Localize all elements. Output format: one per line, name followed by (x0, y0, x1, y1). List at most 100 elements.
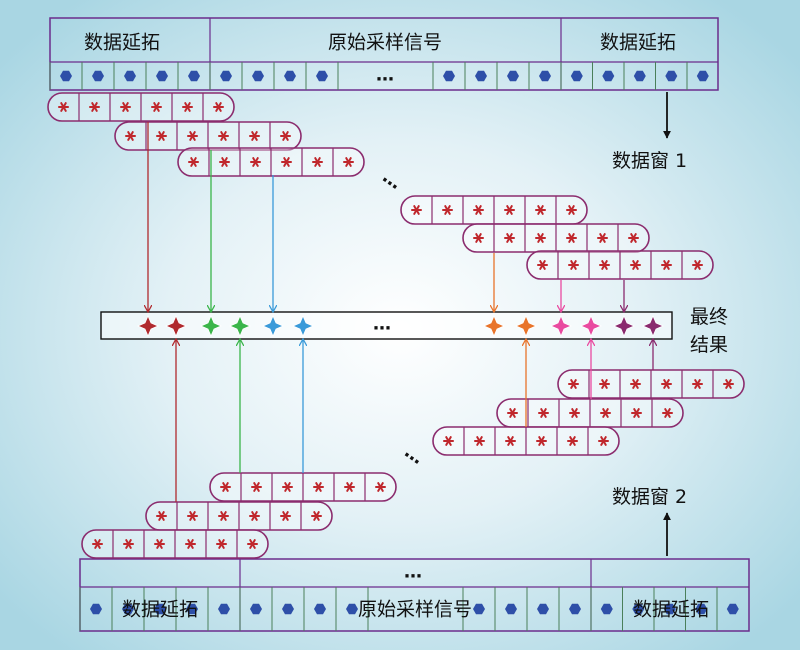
window-bottom-2-sample-asterisk (280, 511, 291, 521)
window-top-4-sample-asterisk (504, 205, 515, 215)
window-bottom-1-sample-asterisk (216, 539, 227, 549)
window-bottom-4-sample-asterisk (505, 436, 516, 446)
top-left-extension-label: 数据延拓 (83, 31, 161, 54)
result-star-1-1 (228, 314, 252, 338)
window-bottom-5-sample-asterisk (631, 408, 642, 418)
top-array-sample-hexagon (475, 70, 487, 82)
bottom-original-signal-label: 原始采样信号 (357, 598, 473, 621)
window-1-label: 数据窗 1 (612, 150, 688, 172)
top-array-sample-hexagon (443, 70, 455, 82)
window-top-6-sample-asterisk (630, 260, 641, 270)
bottom-array-sample-hexagon (726, 603, 739, 615)
window-bottom-4-sample-asterisk (474, 436, 485, 446)
window-top-5-sample-asterisk (504, 233, 515, 243)
window-top-5 (462, 223, 650, 253)
window-bottom-1-sample-asterisk (185, 539, 196, 549)
top-array-sample-hexagon (570, 70, 583, 82)
window-bottom-3-sample-asterisk (220, 482, 231, 492)
window-bottom-4-sample-asterisk (536, 436, 547, 446)
top-array-sample-hexagon (220, 70, 232, 82)
result-star-0-0 (136, 314, 160, 338)
window-bottom-5-sample-asterisk (538, 408, 549, 418)
bottom-array-sample-hexagon (314, 603, 326, 615)
bottom-array-sample-hexagon (569, 603, 581, 615)
bottom-array-ellipsis: … (404, 561, 422, 583)
top-array-ellipsis: … (376, 64, 394, 86)
result-star-4-1 (579, 314, 603, 338)
window-bottom-5-sample-asterisk (662, 408, 673, 418)
window-top-5-sample-asterisk (473, 233, 484, 243)
window-top-5-sample-asterisk (535, 233, 546, 243)
top-array-sample-hexagon (284, 70, 296, 82)
window-bottom-1 (81, 529, 269, 559)
window-bottom-1-sample-asterisk (92, 539, 103, 549)
window-bottom-3-sample-asterisk (251, 482, 262, 492)
window-bottom-4 (432, 426, 620, 456)
window-top-1 (47, 92, 235, 122)
window-bottom-6 (557, 369, 745, 399)
result-star-2-0 (261, 314, 285, 338)
window-bottom-3-sample-asterisk (375, 482, 386, 492)
top-array-sample-hexagon (665, 70, 678, 82)
bottom-array-sample-hexagon (537, 603, 549, 615)
bottom-array-sample-hexagon (695, 603, 708, 615)
top-array-sample-hexagon (188, 70, 200, 82)
window-top-2-sample-asterisk (249, 131, 260, 141)
window-top-3-sample-asterisk (250, 157, 261, 167)
top-array-outer-box (49, 17, 719, 91)
window-bottom-2-sample-asterisk (187, 511, 198, 521)
window-top-4-sample-asterisk (535, 205, 546, 215)
window-top-5-sample-asterisk (566, 233, 577, 243)
top-array-sample-hexagon (124, 70, 136, 82)
top-array-sample-hexagon (696, 70, 709, 82)
window-bottom-1-sample-asterisk (247, 539, 258, 549)
bottom-array-sample-hexagon (505, 603, 517, 615)
window-bottom-5-sample-asterisk (600, 408, 611, 418)
window-top-4-sample-asterisk (566, 205, 577, 215)
final-result-label-line2: 结果 (690, 334, 729, 356)
window-top-2-sample-asterisk (218, 131, 229, 141)
window-bottom-5-sample-asterisk (569, 408, 580, 418)
bottom-array-sample-hexagon (250, 603, 262, 615)
window-bottom-2 (145, 501, 333, 531)
top-array-sample-hexagon (252, 70, 264, 82)
bottom-right-extension-label: 数据延拓 (632, 598, 710, 621)
bottom-array-sample-hexagon (122, 603, 134, 615)
window-bottom-4-sample-asterisk (443, 436, 454, 446)
window-bottom-6-sample-asterisk (630, 379, 641, 389)
top-array-sample-hexagon (60, 70, 72, 82)
window-top-3 (177, 147, 365, 177)
window-bottom-6-sample-asterisk (599, 379, 610, 389)
window-top-6-sample-asterisk (568, 260, 579, 270)
top-array-sample-hexagon (539, 70, 551, 82)
result-star-5-0 (612, 314, 636, 338)
bottom-array-sample-hexagon (663, 603, 676, 615)
bottom-array-sample-hexagon (282, 603, 294, 615)
window-bottom-6-sample-asterisk (692, 379, 703, 389)
result-star-3-0 (482, 314, 506, 338)
result-ellipsis: … (373, 313, 391, 335)
window-top-1-sample-asterisk (182, 102, 193, 112)
top-array-sample-hexagon (602, 70, 615, 82)
window-top-3-sample-asterisk (188, 157, 199, 167)
window-top-3-sample-asterisk (281, 157, 292, 167)
result-star-1-0 (199, 314, 223, 338)
window-bottom-5 (496, 398, 684, 428)
window-top-2-sample-asterisk (156, 131, 167, 141)
window-top-1-sample-asterisk (151, 102, 162, 112)
window-bottom-3-sample-asterisk (313, 482, 324, 492)
window-bottom-4-sample-asterisk (567, 436, 578, 446)
result-star-3-1 (514, 314, 538, 338)
top-right-extension-label: 数据延拓 (599, 31, 677, 54)
window-bottom-3 (209, 472, 397, 502)
bottom-array-sample-hexagon (90, 603, 102, 615)
top-original-signal-label: 原始采样信号 (327, 31, 443, 54)
top-array-sample-hexagon (507, 70, 519, 82)
window-bottom-6-sample-asterisk (568, 379, 579, 389)
top-array-sample-hexagon (316, 70, 328, 82)
window-top-3-sample-asterisk (312, 157, 323, 167)
window-bottom-6-sample-asterisk (723, 379, 734, 389)
result-star-2-1 (291, 314, 315, 338)
window-top-6-sample-asterisk (692, 260, 703, 270)
